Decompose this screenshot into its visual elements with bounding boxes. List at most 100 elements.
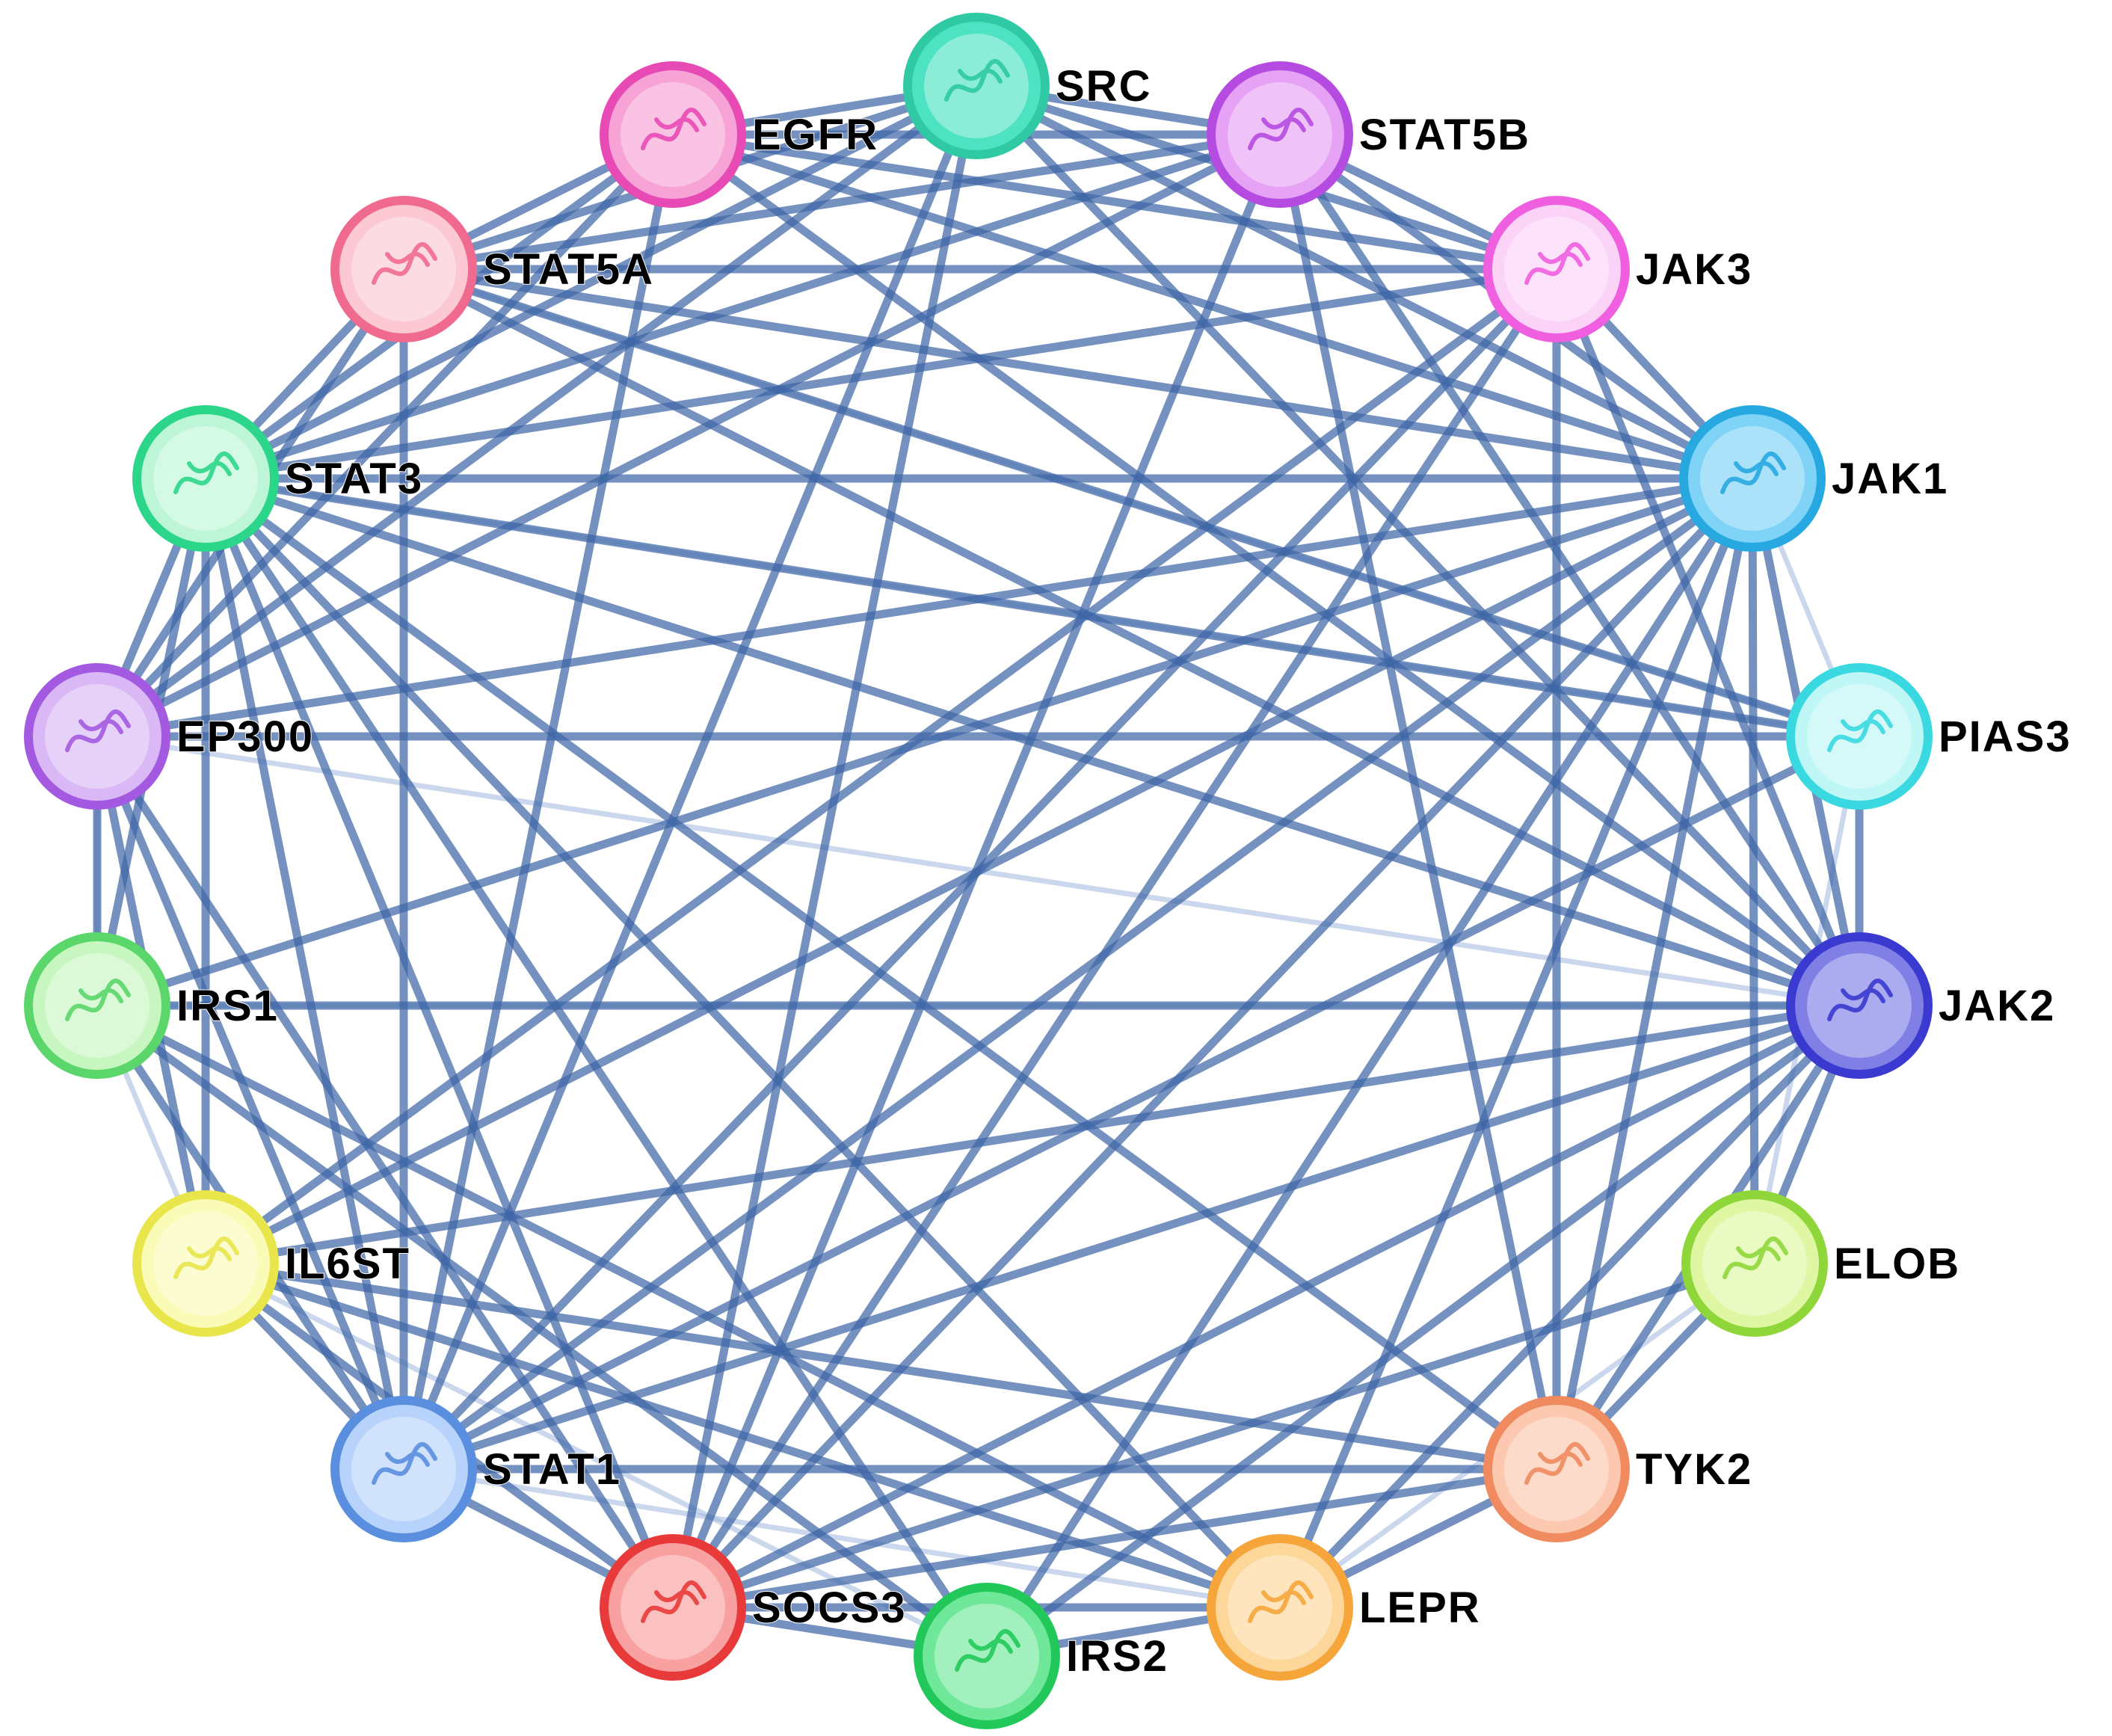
node-jak2[interactable]: JAK2	[1786, 932, 2055, 1079]
node-stat1[interactable]: STAT1	[330, 1396, 621, 1542]
node-highlight	[1700, 426, 1805, 531]
edge-tyk2-il6st	[205, 1259, 1557, 1474]
node-jak3[interactable]: JAK3	[1483, 196, 1752, 342]
edge-stat1-ep300	[93, 734, 408, 1471]
node-highlight	[351, 217, 456, 321]
node-label-stat3: STAT3	[285, 455, 423, 503]
node-tyk2[interactable]: TYK2	[1483, 1396, 1752, 1542]
node-socs3[interactable]: SOCS3	[600, 1534, 907, 1681]
edge-lepr-stat3	[203, 475, 1283, 1610]
edge-stat5b-tyk2	[1275, 133, 1561, 1471]
node-highlight	[1807, 684, 1912, 789]
node-stat5b[interactable]: STAT5B	[1207, 61, 1530, 208]
node-label-lepr: LEPR	[1359, 1583, 1481, 1632]
node-stat5a[interactable]: STAT5A	[330, 196, 654, 342]
node-label-egfr: EGFR	[752, 111, 878, 159]
edge-jak1-il6st	[203, 475, 1755, 1267]
edge-jak2-stat5a	[401, 265, 1862, 1009]
edge-jak1-irs2	[983, 476, 1756, 1658]
node-il6st[interactable]: IL6ST	[132, 1190, 410, 1337]
edge-src-socs3	[668, 84, 981, 1609]
node-label-stat1: STAT1	[483, 1445, 621, 1494]
weak-edge-il6st-irs2	[204, 1261, 988, 1659]
node-label-jak1: JAK1	[1832, 455, 1948, 503]
edge-jak1-socs3	[670, 475, 1755, 1610]
node-circle	[1483, 196, 1630, 342]
node-label-ep300: EP300	[176, 712, 314, 761]
node-circle	[903, 13, 1050, 159]
node-stat3[interactable]: STAT3	[132, 405, 423, 552]
node-circle	[24, 663, 170, 810]
edge-tyk2-stat3	[203, 475, 1560, 1473]
edge-pias3-stat5a	[402, 265, 1861, 741]
protein-structure-icon	[955, 1628, 1020, 1672]
node-egfr[interactable]: EGFR	[600, 61, 878, 208]
edge-stat1-stat3	[201, 477, 408, 1471]
node-pias3[interactable]: PIAS3	[1786, 663, 2072, 810]
node-label-il6st: IL6ST	[285, 1240, 410, 1288]
node-circle	[1786, 663, 1933, 810]
protein-structure-icon	[1827, 978, 1893, 1021]
node-circle	[1681, 1190, 1828, 1337]
edge-jak2-egfr	[670, 131, 1862, 1009]
protein-structure-icon	[372, 1441, 437, 1485]
node-label-pias3: PIAS3	[1939, 712, 2072, 761]
edge-jak1-elob	[1748, 478, 1759, 1264]
node-circle	[330, 1396, 477, 1542]
protein-structure-icon	[65, 978, 131, 1021]
protein-structure-icon	[1524, 241, 1590, 285]
node-label-irs2: IRS2	[1066, 1632, 1169, 1681]
edge-jak1-ep300	[96, 474, 1753, 741]
node-circle	[600, 1534, 746, 1681]
protein-structure-icon	[641, 107, 706, 150]
node-src[interactable]: SRC	[903, 13, 1151, 159]
edge-src-ep300	[94, 82, 979, 740]
node-highlight	[45, 953, 150, 1058]
edge-jak3-stat3	[205, 265, 1557, 483]
edge-jak2-il6st	[205, 1001, 1860, 1268]
edge-jak2-stat3	[204, 474, 1861, 1010]
protein-structure-icon	[1722, 1236, 1788, 1279]
node-highlight	[1702, 1211, 1807, 1316]
node-jak1[interactable]: JAK1	[1679, 405, 1948, 552]
node-highlight	[351, 1417, 456, 1521]
node-highlight	[1504, 1417, 1609, 1521]
edge-jak2-lepr	[1277, 1003, 1862, 1610]
node-highlight	[621, 1555, 725, 1660]
node-highlight	[1228, 82, 1332, 187]
node-highlight	[153, 1211, 258, 1316]
node-circle	[1207, 1534, 1353, 1681]
node-highlight	[45, 684, 150, 789]
node-circle	[132, 405, 279, 552]
node-lepr[interactable]: LEPR	[1207, 1534, 1481, 1681]
edge-jak2-socs3	[671, 1002, 1862, 1611]
edge-socs3-ep300	[93, 733, 677, 1610]
node-highlight	[621, 82, 725, 187]
edge-jak1-stat5a	[403, 265, 1753, 483]
node-circle	[24, 932, 170, 1079]
edge-jak1-lepr	[1275, 476, 1757, 1610]
node-circle	[1207, 61, 1353, 208]
node-elob[interactable]: ELOB	[1681, 1190, 1960, 1337]
protein-structure-icon	[944, 58, 1010, 102]
node-ep300[interactable]: EP300	[24, 663, 314, 810]
node-highlight	[1807, 953, 1912, 1058]
edge-src-jak1	[974, 82, 1755, 482]
node-circle	[1786, 932, 1933, 1079]
edge-pias3-stat3	[205, 474, 1860, 741]
edge-jak1-egfr	[671, 130, 1754, 483]
node-label-jak3: JAK3	[1636, 245, 1752, 294]
edge-stat5b-stat5a	[403, 130, 1281, 274]
protein-structure-icon	[1248, 107, 1314, 150]
node-label-irs1: IRS1	[176, 982, 279, 1030]
edge-pias3-stat1	[401, 733, 1862, 1473]
node-irs1[interactable]: IRS1	[24, 932, 279, 1079]
node-irs2[interactable]: IRS2	[914, 1583, 1169, 1729]
protein-structure-icon	[1248, 1580, 1314, 1623]
edge-jak2-irs2	[984, 1002, 1862, 1660]
edge-jak3-jak2	[1552, 267, 1864, 1008]
node-circle	[132, 1190, 279, 1337]
node-circle	[1679, 405, 1826, 552]
